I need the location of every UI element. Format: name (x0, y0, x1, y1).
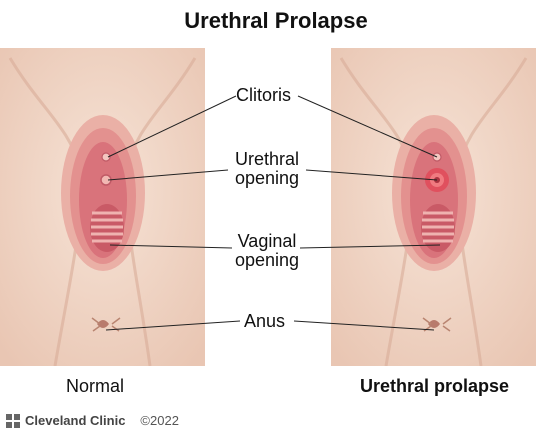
brand-name: Cleveland Clinic (25, 413, 126, 428)
copyright: ©2022 (140, 413, 179, 428)
urethral-prolapse-illustration (331, 48, 536, 366)
label-urethral-line1: Urethral (234, 149, 300, 169)
label-vaginal-opening: Vaginal opening (231, 232, 303, 270)
label-urethral-line2: opening (234, 168, 300, 188)
label-anus: Anus (244, 311, 286, 331)
footer: Cleveland Clinic ©2022 (6, 413, 179, 428)
page-title: Urethral Prolapse (184, 8, 368, 33)
label-vaginal-line2: opening (234, 250, 300, 270)
normal-anatomy-illustration (0, 48, 205, 366)
cleveland-clinic-logo-icon (6, 413, 20, 428)
caption-urethral-prolapse: Urethral prolapse (360, 376, 510, 396)
label-urethral-opening: Urethral opening (231, 150, 303, 188)
label-clitoris: Clitoris (236, 85, 292, 105)
label-vaginal-line1: Vaginal (237, 231, 297, 251)
caption-normal: Normal (66, 376, 125, 396)
